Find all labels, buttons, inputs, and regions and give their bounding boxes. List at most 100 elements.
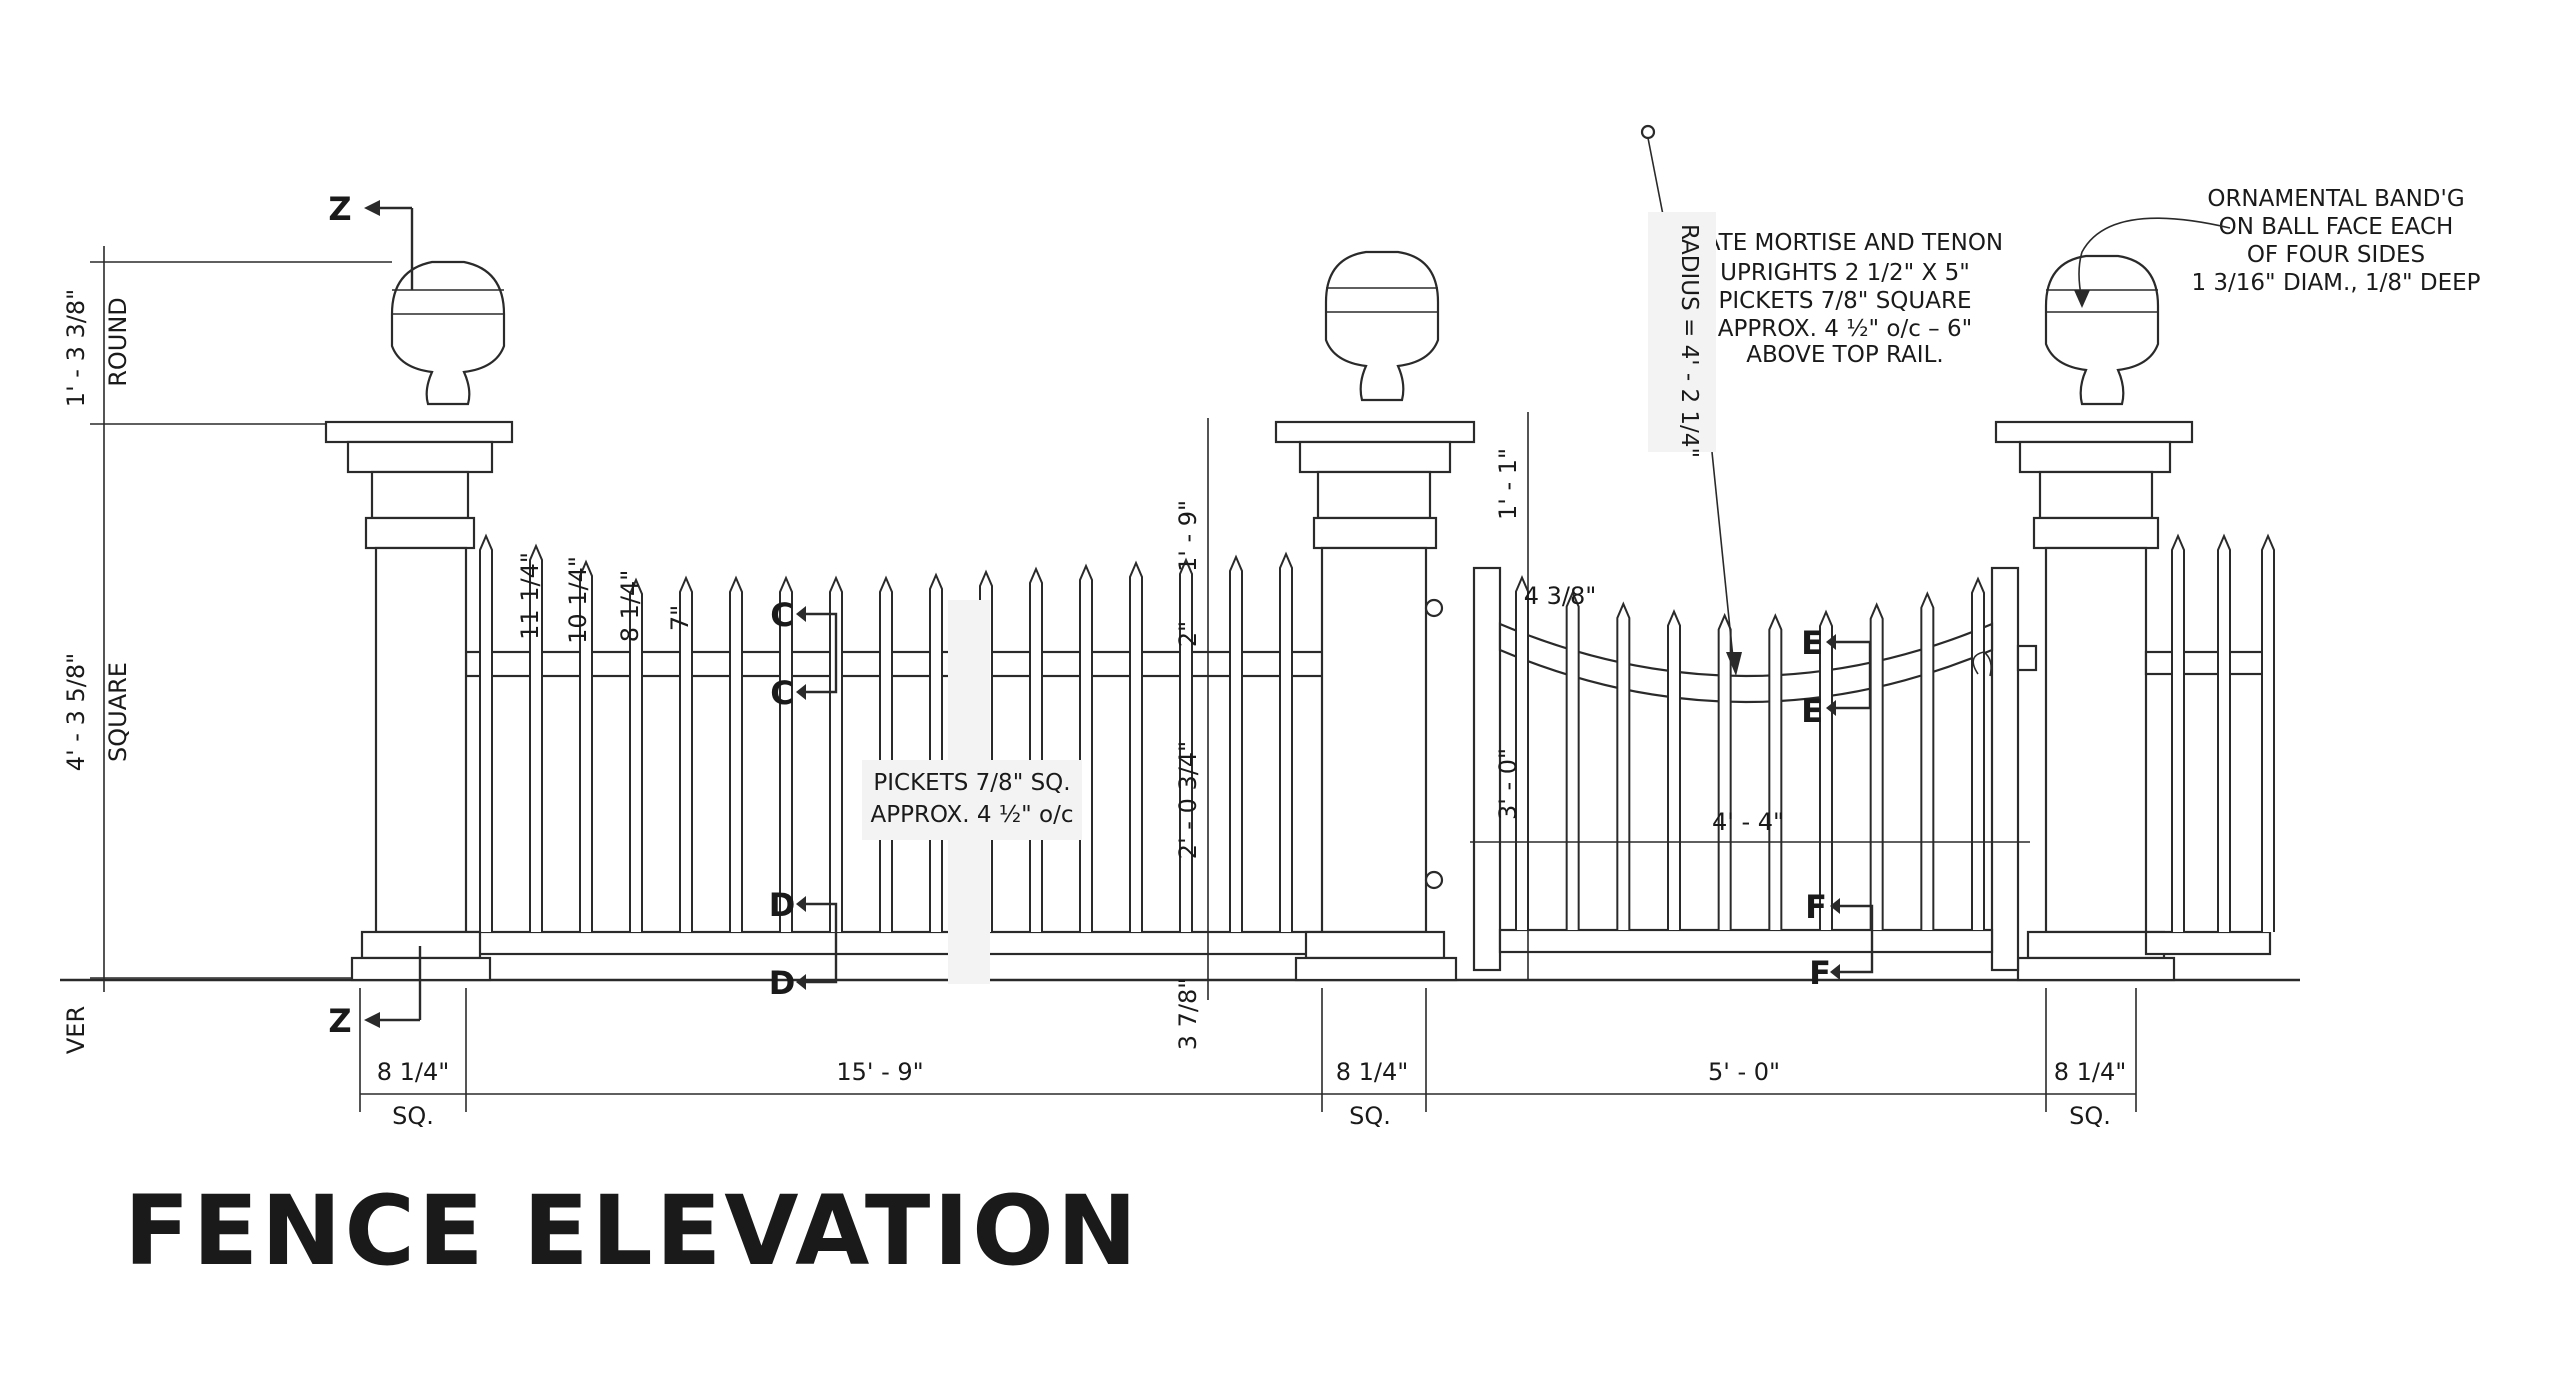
- section-c: C C: [770, 596, 838, 712]
- fence-picket: [1179, 557, 1193, 932]
- post-middle-plinth: [1294, 956, 1458, 982]
- picket-dim-4: 7": [666, 605, 694, 631]
- post-left-cap: [324, 420, 514, 444]
- fence-pickets: [479, 533, 1293, 932]
- ornamental-note-line-1: ORNAMENTAL BAND'G: [2207, 186, 2464, 212]
- post-size-dim-2: 8 1/4": [1336, 1058, 1409, 1086]
- radius-arrow-icon: [1726, 652, 1742, 676]
- gate-picket: [1920, 591, 1935, 930]
- ornamental-arrow-icon: [2074, 290, 2090, 308]
- post-size-dim-1: 8 1/4": [377, 1058, 450, 1086]
- fence-picket: [1229, 554, 1243, 932]
- section-f: F F: [1805, 888, 1874, 992]
- post-height-dim: 4' - 3 5/8": [62, 653, 90, 771]
- section-z-top: Z: [328, 190, 351, 228]
- gate-pickets: [1515, 574, 1985, 930]
- fence-picket: [1279, 551, 1293, 932]
- section-d-top-arrow-icon: [796, 896, 806, 912]
- post-left-cap-2: [346, 440, 494, 474]
- picket-dim-1: 11 1/4": [516, 552, 544, 640]
- post-middle-collar: [1312, 516, 1438, 550]
- post-middle-neck: [1316, 470, 1432, 520]
- top-above-rail-dim: 1' - 9": [1174, 500, 1202, 572]
- gate-height-dim: 3' - 0": [1494, 748, 1522, 820]
- gate-stile-hinge: [1472, 566, 1502, 972]
- bottom-gap-dim: 3 7/8": [1174, 978, 1202, 1051]
- post-middle-shaft: [1320, 546, 1428, 934]
- fence-picket: [629, 577, 643, 932]
- post-type-label: SQUARE: [104, 662, 132, 762]
- ball-type-label: ROUND: [104, 297, 132, 387]
- post-middle-ball: [1324, 250, 1440, 402]
- gate-picket: [1616, 601, 1631, 930]
- ornamental-note: ORNAMENTAL BAND'G ON BALL FACE EACH OF F…: [2074, 186, 2481, 308]
- fence-picket: [929, 572, 943, 932]
- fence-pickets-right: [2171, 533, 2275, 932]
- post-left-shaft: [374, 546, 468, 934]
- gate-picket: [1768, 613, 1783, 930]
- ver-label: VER: [62, 1006, 90, 1054]
- radius-leader: RADIUS = 4' - 2 1/4": [1640, 124, 1742, 676]
- sq-label-1: SQ.: [392, 1102, 434, 1130]
- section-d-bottom-arrow-icon: [796, 974, 806, 990]
- section-f-top: F: [1805, 888, 1827, 926]
- post-right-base: [2026, 930, 2166, 960]
- section-d-top: D: [769, 886, 796, 924]
- radius-line-top: [1647, 137, 1665, 221]
- radius-center: [1640, 124, 1656, 140]
- post-left: [324, 260, 514, 982]
- fence-picket: [1129, 560, 1143, 932]
- radius-label-box: [1648, 212, 1716, 452]
- section-c-bottom-arrow-icon: [796, 684, 806, 700]
- fence-picket: [1029, 566, 1043, 932]
- post-right: [1994, 254, 2194, 982]
- section-z-top-arrow-icon: [364, 200, 380, 216]
- picket-step-dimensions: 11 1/4" 10 1/4" 8 1/4" 7": [516, 552, 694, 644]
- gate-note-line-4: APPROX. 4 ½" o/c – 6": [1718, 316, 1972, 342]
- gate-note: GATE MORTISE AND TENON UPRIGHTS 2 1/2" X…: [1687, 230, 2003, 368]
- ornamental-note-line-3: OF FOUR SIDES: [2247, 242, 2425, 268]
- gate-note-line-3: PICKETS 7/8" SQUARE: [1719, 288, 1972, 314]
- post-right-plinth: [2016, 956, 2176, 982]
- section-e-bracket: [1836, 640, 1872, 710]
- bottom-rail: [464, 930, 1330, 956]
- picket-note-box: [862, 760, 1082, 840]
- gate-dimensions: 1' - 1" 4 3/8" 3' - 0" 4' - 4": [1470, 412, 2030, 980]
- fence-picket: [2261, 533, 2275, 932]
- left-dimensions: 1' - 3 3/8" ROUND 4' - 3 5/8" SQUARE VER: [62, 246, 392, 1054]
- radius-label: RADIUS = 4' - 2 1/4": [1676, 224, 1702, 458]
- section-e: E E: [1801, 624, 1872, 730]
- section-f-bottom: F: [1809, 954, 1831, 992]
- gate-picket: [1717, 612, 1732, 930]
- top-rail: [464, 650, 1330, 678]
- section-z-bottom-arrow-icon: [364, 1012, 380, 1028]
- post-right-cap: [1994, 420, 2194, 444]
- post-right-cap-2: [2018, 440, 2172, 474]
- fence-picket: [579, 559, 593, 932]
- section-c-bottom: C: [770, 674, 793, 712]
- gate-span-dim: 5' - 0": [1708, 1058, 1780, 1086]
- gate-latch-handle: [1972, 651, 1992, 677]
- fence-span-dim: 15' - 9": [836, 1058, 923, 1086]
- gate-note-line-1: GATE MORTISE AND TENON: [1687, 230, 2003, 256]
- gate-top-dim: 1' - 1": [1494, 448, 1522, 520]
- gate-note-line-5: ABOVE TOP RAIL.: [1746, 342, 1943, 368]
- right-bottom-rail: [2144, 930, 2272, 956]
- post-right-ball: [2044, 254, 2160, 406]
- post-middle-cap: [1274, 420, 1476, 444]
- section-z-bottom: Z: [328, 1002, 351, 1040]
- section-c-bracket: [806, 612, 838, 694]
- gate-latch: [2016, 644, 2038, 672]
- drawing-title: FENCE ELEVATION: [124, 1175, 1140, 1287]
- post-right-neck: [2038, 470, 2154, 520]
- post-middle: [1274, 250, 1476, 982]
- gate-bottom-rail: [1498, 928, 1994, 954]
- section-c-top: C: [770, 596, 793, 634]
- gate-picket: [1971, 576, 1985, 930]
- post-right-shaft: [2044, 546, 2148, 934]
- section-z: Z Z: [328, 190, 422, 1040]
- picket-dim-3: 8 1/4": [616, 570, 644, 643]
- fence-picket: [879, 575, 893, 932]
- gate-picket: [1819, 609, 1833, 930]
